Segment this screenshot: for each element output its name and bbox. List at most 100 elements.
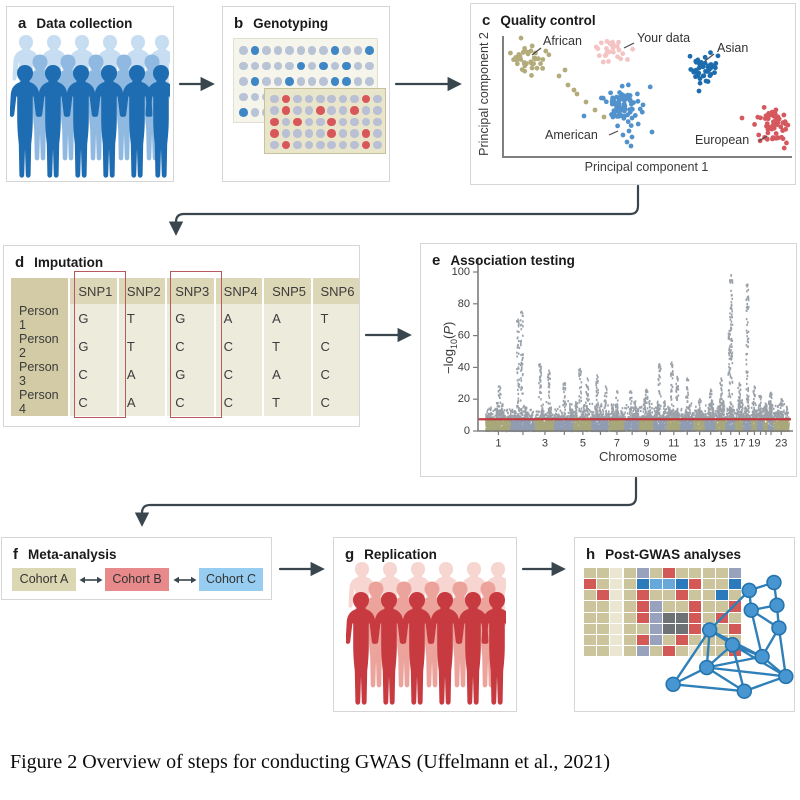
heatmap-cell	[702, 579, 715, 590]
heatmap-cell	[702, 601, 715, 612]
heatmap-cell	[689, 579, 702, 590]
heatmap-cell	[649, 612, 662, 623]
cluster-label-your-data: Your data	[637, 31, 691, 45]
heatmap-cell	[584, 623, 597, 634]
panel-title: b Genotyping	[234, 15, 328, 32]
network-edge	[673, 683, 745, 693]
heatmap-cell	[676, 590, 689, 601]
panel-title-label: Data collection	[36, 16, 133, 31]
heatmap-cell	[715, 590, 728, 601]
allele-dot	[361, 106, 371, 115]
allele-dot	[330, 61, 340, 71]
heatmap-cell	[676, 645, 689, 656]
allele-dot	[281, 106, 291, 115]
person-silhouette	[346, 592, 377, 705]
heatmap-cell	[689, 634, 702, 645]
cluster-label-american: American	[545, 128, 598, 142]
network-edge	[750, 609, 764, 657]
figure-caption: Figure 2 Overview of steps for conductin…	[10, 751, 611, 773]
allele-dot	[353, 46, 363, 55]
heatmap-cell	[715, 634, 728, 645]
allele-dot	[304, 94, 314, 104]
panel-title: a Data collection	[18, 15, 132, 32]
imputed-snp-highlight-box	[74, 271, 126, 418]
network-node	[743, 602, 759, 618]
heatmap-cell	[663, 568, 676, 579]
person-silhouette	[145, 65, 170, 178]
allele-dot	[316, 106, 325, 115]
heatmap-cell	[728, 623, 741, 634]
heatmap-cell	[663, 634, 676, 645]
network-edge	[706, 655, 763, 669]
heatmap-cell	[623, 590, 636, 601]
panel-letter: c	[482, 12, 491, 29]
heatmap-cell	[584, 634, 597, 645]
allele-dot	[361, 94, 371, 104]
gene-network-graph	[665, 574, 794, 699]
allele-dot	[304, 117, 314, 127]
heatmap-cell	[584, 568, 597, 579]
allele-dot	[365, 61, 374, 71]
allele-dot	[307, 46, 317, 55]
heatmap-cell	[610, 579, 623, 590]
heatmap-cell	[728, 568, 741, 579]
heatmap-cell	[715, 645, 728, 656]
panel-letter: a	[18, 15, 27, 32]
heatmap-cell	[676, 568, 689, 579]
allele-dot	[307, 77, 317, 86]
heatmap-cell	[715, 623, 728, 634]
panel-letter: e	[432, 252, 441, 269]
allele-dot	[338, 117, 348, 127]
heatmap-cell	[689, 590, 702, 601]
genotype-cell: C	[310, 360, 359, 388]
allele-dot	[319, 77, 328, 86]
allele-dot	[307, 61, 317, 71]
panel-title-label: Meta-analysis	[28, 547, 117, 562]
allele-dot	[296, 77, 306, 86]
heatmap-cell	[663, 623, 676, 634]
snp-column-header: SNP5	[262, 278, 312, 304]
allele-dot	[262, 61, 271, 71]
genotype-cell: C	[68, 388, 118, 416]
snp-column-header: SNP6	[310, 278, 359, 304]
heatmap-cell	[676, 634, 689, 645]
network-edge	[731, 644, 746, 692]
heatmap-cell	[636, 634, 649, 645]
network-node	[736, 683, 753, 699]
allele-dot	[239, 108, 248, 117]
person-silhouette	[481, 592, 506, 705]
heatmap-cell	[597, 590, 610, 601]
allele-dot	[239, 92, 248, 102]
heatmap-cell	[623, 601, 636, 612]
panel-letter: h	[586, 546, 596, 563]
manhattan-plot-canvas	[421, 244, 796, 476]
heatmap-cell	[689, 623, 702, 634]
heatmap-cell	[649, 601, 662, 612]
heatmap-cell	[610, 568, 623, 579]
heatmap-cell	[597, 645, 610, 656]
heatmap-cell	[649, 645, 662, 656]
connector-e-to-f	[134, 476, 638, 527]
heatmap-cell	[728, 579, 741, 590]
network-node	[741, 582, 757, 599]
panel-title-label: Imputation	[34, 255, 104, 270]
heatmap-cell	[715, 579, 728, 590]
allele-dot	[327, 129, 336, 138]
heatmap-cell	[623, 568, 636, 579]
allele-dot	[304, 129, 314, 138]
heatmap-cell	[663, 612, 676, 623]
allele-dot	[273, 61, 283, 71]
person-silhouette	[373, 592, 405, 705]
heatmap-cell	[728, 601, 741, 612]
allele-dot	[293, 129, 302, 138]
panel-letter: g	[345, 546, 355, 563]
heatmap-cell	[715, 568, 728, 579]
genotype-cell: C	[68, 360, 118, 388]
heatmap-cell	[610, 590, 623, 601]
allele-dot	[353, 61, 363, 71]
allele-dot	[270, 94, 279, 104]
network-node	[699, 659, 715, 676]
genotype-cell: A	[262, 304, 312, 332]
